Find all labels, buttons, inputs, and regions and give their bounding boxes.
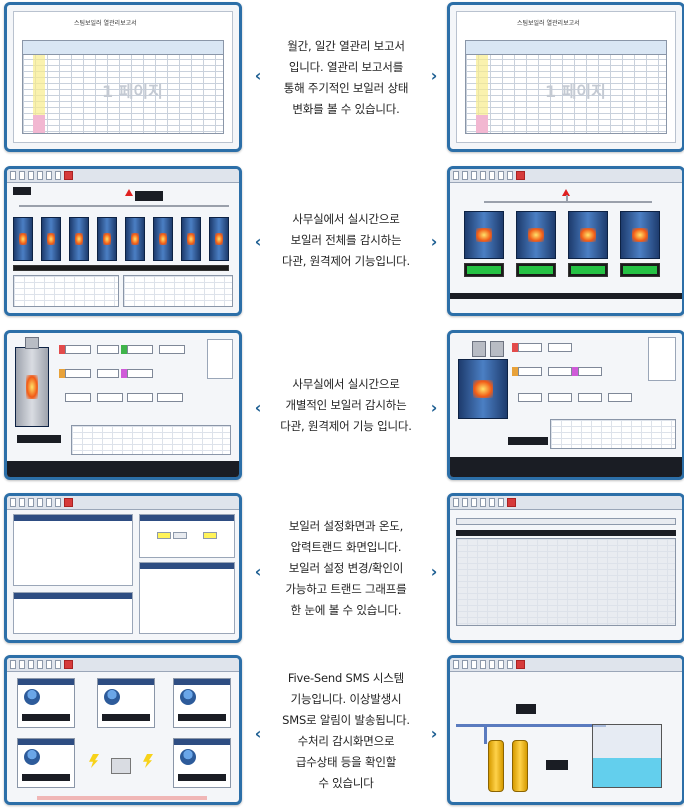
user-icon: [24, 749, 40, 765]
user-icon: [104, 689, 120, 705]
report-title: 스팀보일러 열관리보고서: [517, 20, 580, 27]
user-icon: [180, 749, 196, 765]
chevron-right-icon[interactable]: ›: [430, 398, 438, 417]
individual-monitoring-vertical-boiler: [4, 330, 242, 480]
report-title: 스팀보일러 열관리보고서: [74, 20, 137, 27]
lightning-icon: [143, 754, 153, 768]
chevron-left-icon[interactable]: ‹: [254, 66, 262, 85]
chevron-right-icon[interactable]: ›: [430, 232, 438, 251]
toolbar: [7, 658, 239, 672]
report-grid: [465, 40, 667, 134]
toolbar: [450, 496, 682, 510]
page-watermark: 1 페이지: [102, 82, 163, 101]
chevron-left-icon[interactable]: ‹: [254, 232, 262, 251]
temperature-pressure-trend-screen: [447, 493, 684, 643]
chevron-left-icon[interactable]: ‹: [254, 562, 262, 581]
page-watermark: 1 페이지: [545, 82, 606, 101]
chevron-left-icon[interactable]: ‹: [254, 398, 262, 417]
water-treatment-monitoring-screen: [447, 655, 684, 805]
toolbar: [7, 496, 239, 510]
computer-icon: [111, 758, 131, 774]
report-sheet: 스팀보일러 열관리보고서 1 페이지: [456, 11, 676, 143]
five-send-sms-screen: [4, 655, 242, 805]
chevron-right-icon[interactable]: ›: [430, 724, 438, 743]
user-icon: [180, 689, 196, 705]
overall-monitoring-4-boilers: [447, 166, 684, 316]
chevron-left-icon[interactable]: ‹: [254, 724, 262, 743]
boiler-settings-screen: [4, 493, 242, 643]
lightning-icon: [89, 754, 99, 768]
user-icon: [24, 689, 40, 705]
individual-monitoring-horizontal-boiler: [447, 330, 684, 480]
chevron-right-icon[interactable]: ›: [430, 562, 438, 581]
report-grid: [22, 40, 224, 134]
report-sheet: 스팀보일러 열관리보고서 1 페이지: [13, 11, 233, 143]
overall-monitoring-8-boilers: [4, 166, 242, 316]
monthly-report-screenshot: 스팀보일러 열관리보고서 1 페이지: [4, 2, 242, 152]
daily-report-screenshot: 스팀보일러 열관리보고서 1 페이지: [447, 2, 684, 152]
chevron-right-icon[interactable]: ›: [430, 66, 438, 85]
toolbar: [450, 658, 682, 672]
toolbar: [7, 169, 239, 183]
toolbar: [450, 169, 682, 183]
